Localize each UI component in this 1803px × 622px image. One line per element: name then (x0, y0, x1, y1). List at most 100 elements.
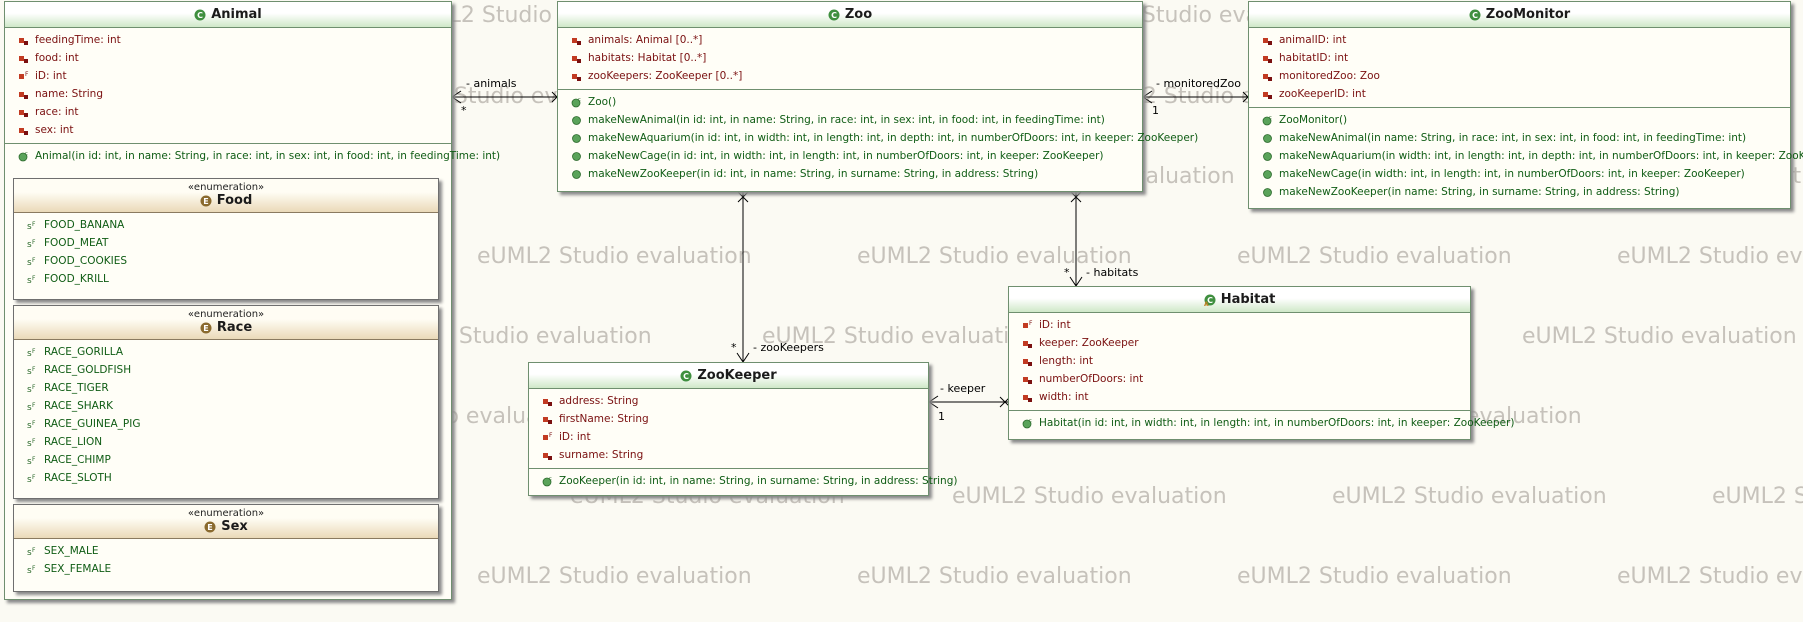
private-field-icon (572, 37, 581, 45)
attribute-row[interactable]: surname: String (529, 446, 928, 464)
enum-name: Sex (221, 519, 248, 534)
method-row[interactable]: makeNewZooKeeper(in name: String, in sur… (1249, 183, 1790, 201)
method-row[interactable]: makeNewZooKeeper(in id: int, in name: St… (558, 165, 1142, 183)
attribute-text: keeper: ZooKeeper (1039, 337, 1139, 349)
attribute-row[interactable]: feedingTime: int (5, 31, 451, 49)
svg-text:F: F (32, 348, 36, 355)
attribute-row[interactable]: sex: int (5, 121, 451, 139)
svg-text:F: F (32, 257, 36, 264)
method-row[interactable]: makeNewAquarium(in id: int, in width: in… (558, 129, 1198, 147)
method-row[interactable]: makeNewCage(in id: int, in width: int, i… (558, 147, 1142, 165)
attribute-row[interactable]: firstName: String (529, 410, 928, 428)
private-field-icon (543, 452, 552, 460)
enum-name: Food (216, 193, 253, 208)
attribute-row[interactable]: habitatID: int (1249, 49, 1790, 67)
attribute-row[interactable]: animalID: int (1249, 31, 1790, 49)
attribute-row[interactable]: name: String (5, 85, 451, 103)
literal-text: FOOD_KRILL (44, 273, 109, 285)
attribute-row[interactable]: monitoredZoo: Zoo (1249, 67, 1790, 85)
method-row[interactable]: makeNewAnimal(in name: String, in race: … (1249, 129, 1790, 147)
attribute-row[interactable]: habitats: Habitat [0..*] (558, 49, 1142, 67)
attribute-text: address: String (559, 395, 639, 407)
svg-text:E: E (207, 523, 212, 532)
attribute-text: habitats: Habitat [0..*] (588, 52, 707, 64)
svg-text:F: F (32, 456, 36, 463)
class-zookeeper[interactable]: C ZooKeeper address: String firstName: S… (528, 362, 957, 496)
constructor-icon: c (542, 476, 552, 486)
class-name: Animal (211, 7, 262, 22)
constructor-icon: c (1022, 418, 1032, 428)
class-header: C ZooMonitor (1249, 2, 1790, 28)
svg-text:F: F (32, 402, 36, 409)
attribute-row[interactable]: width: int (1009, 388, 1470, 406)
class-zoo[interactable]: C Zoo animals: Animal [0..*] habitats: H… (557, 1, 1198, 192)
attribute-row[interactable]: zooKeeperID: int (1249, 85, 1790, 103)
attribute-text: sex: int (35, 124, 74, 136)
method-row[interactable]: makeNewAnimal(in id: int, in name: Strin… (558, 111, 1142, 129)
attribute-text: iD: int (1039, 319, 1071, 331)
literal-text: RACE_SHARK (44, 400, 114, 412)
public-method-icon (1263, 133, 1272, 143)
attribute-text: name: String (35, 88, 103, 100)
attribute-row[interactable]: keeper: ZooKeeper (1009, 334, 1470, 352)
attribute-text: animals: Animal [0..*] (588, 34, 703, 46)
arrowhead (1142, 90, 1153, 104)
attribute-row[interactable]: numberOfDoors: int (1009, 370, 1470, 388)
attribute-row[interactable]: food: int (5, 49, 451, 67)
constructor-icon: c (571, 97, 581, 107)
attribute-row[interactable]: length: int (1009, 352, 1470, 370)
svg-text:s: s (27, 222, 32, 231)
attribute-row[interactable]: race: int (5, 103, 451, 121)
class-zoomonitor[interactable]: C ZooMonitor animalID: int habitatID: in… (1248, 1, 1803, 209)
attribute-row[interactable]: address: String (529, 392, 928, 410)
svg-text:F: F (32, 221, 36, 228)
method-text: makeNewCage(in id: int, in width: int, i… (588, 150, 1104, 162)
svg-text:s: s (27, 548, 32, 557)
method-row[interactable]: makeNewAquarium(in width: int, in length… (1249, 147, 1803, 165)
method-row[interactable]: makeNewCage(in width: int, in length: in… (1249, 165, 1790, 183)
svg-text:A: A (1204, 301, 1209, 306)
attribute-row[interactable]: zooKeepers: ZooKeeper [0..*] (558, 67, 1142, 85)
svg-text:s: s (27, 240, 32, 249)
role-label: - animals (466, 77, 517, 90)
attribute-row[interactable]: animals: Animal [0..*] (558, 31, 1142, 49)
method-text: makeNewAnimal(in name: String, in race: … (1279, 132, 1747, 144)
